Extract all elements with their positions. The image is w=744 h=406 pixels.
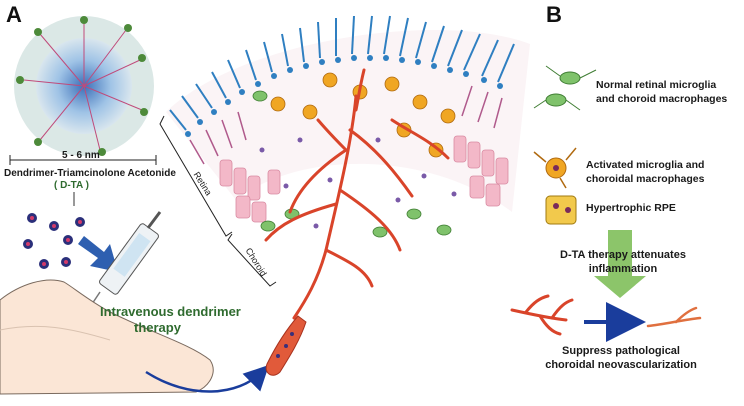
rpe-cells [219,135,509,223]
therapy-line2: inflammation [588,263,658,275]
activated-microglia [270,72,456,158]
delivery-arrow [145,364,270,393]
injection-arrow [78,236,118,272]
outcome-line1: Suppress pathological [562,345,680,357]
retina-bracket [159,115,233,237]
retina-fan [159,15,530,376]
legend-rpe: Hypertrophic RPE [586,202,676,214]
panel-label-a: A [6,2,22,27]
administration-line2: therapy [134,320,181,335]
normal-microglia-icon [533,65,597,111]
dendrimer-abbr: ( D-TA ) [54,180,89,191]
outcome-text: Suppress pathological choroidal neovascu… [526,344,716,372]
dendrimer-particles [259,137,457,229]
hypertrophic-rpe-icon [545,195,577,225]
administration-line1: Intravenous dendrimer [100,304,241,319]
dendrimer-size-label: 5 - 6 nm [62,150,100,161]
legend-normal: Normal retinal microglia and choroid mac… [596,78,727,106]
dendrimer-sphere [14,16,154,156]
normal-microglia [252,90,452,238]
outcome-line2: choroidal neovascularization [545,359,697,371]
legend-normal-line2: and choroid macrophages [596,93,728,105]
pathological-vessel-icon [510,294,574,336]
therapy-arrow [594,230,646,298]
nanoparticle-cluster [23,213,85,269]
photoreceptor-layer [169,15,515,131]
panel-label-b: B [546,2,562,27]
therapy-line1: D-TA therapy attenuates [560,249,686,261]
activated-microglia-icon [533,147,577,189]
syringe [83,211,162,317]
blood-vessels [264,68,450,320]
therapy-text: D-TA therapy attenuates inflammation [548,248,698,276]
choroid-bracket [227,233,277,287]
neuron-layer [189,85,503,165]
arm-illustration [0,279,214,395]
legend-activated-line2: choroidal macrophages [586,173,705,185]
legend-activated-line1: Activated microglia and [586,159,705,171]
legend-normal-line1: Normal retinal microglia [596,79,717,91]
size-scale-bar [9,155,157,165]
dendrimer-name: Dendrimer-Triamcinolone Acetonide [4,168,176,179]
legend-activated: Activated microglia and choroidal macrop… [586,158,704,186]
suppressed-vessel-icon [646,306,702,328]
